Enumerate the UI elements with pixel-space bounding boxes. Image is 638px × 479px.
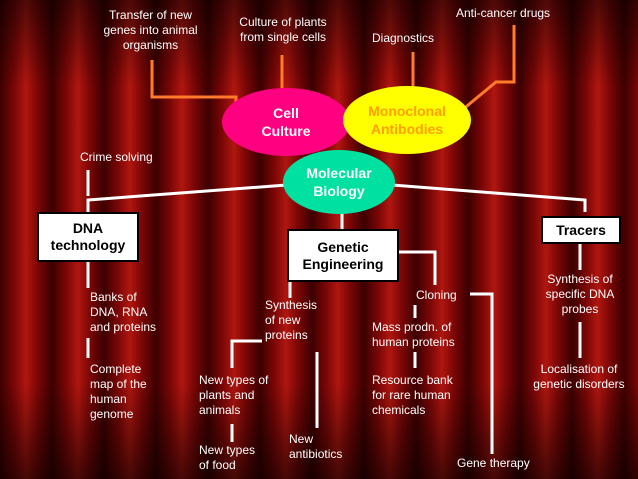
label-synthesis-proteins: Synthesis of new proteins (265, 298, 318, 342)
connector-cloning-gene-therapy (470, 292, 494, 454)
node-cell-culture: Cell Culture (222, 88, 350, 156)
label-gene-therapy: Gene therapy (457, 456, 530, 470)
label-cloning: Cloning (416, 288, 457, 302)
node-monoclonal-antibodies: Monoclonal Antibodies (343, 86, 471, 154)
node-molecular-biology: Molecular Biology (283, 150, 395, 214)
connector-synthesis-newtypes (230, 339, 262, 368)
node-genetic-engineering: Genetic Engineering (287, 229, 399, 282)
connector-molecular-dna (86, 182, 301, 212)
connector-molecular-tracers (379, 182, 587, 212)
label-diagnostics: Diagnostics (372, 31, 435, 45)
node-tracers: Tracers (541, 216, 621, 244)
label-complete-map: Complete map of the human genome (90, 362, 147, 421)
connector-transfer (150, 60, 238, 118)
connector-anti-cancer (449, 25, 516, 122)
connector-genetic-cloning (399, 250, 437, 285)
label-transfer-genes: Transfer of new genes into animal organi… (103, 8, 198, 52)
label-synthesis-dna-probes: Synthesis of specific DNA probes (545, 272, 615, 316)
node-dna-technology: DNA technology (37, 212, 139, 262)
label-banks-dna: Banks of DNA, RNA and proteins (90, 290, 157, 334)
label-new-types-plants: New types of plants and animals (199, 373, 269, 417)
label-culture-plants: Culture of plants from single cells (239, 15, 327, 44)
label-crime-solving: Crime solving (80, 150, 153, 164)
label-localisation: Localisation of genetic disorders (533, 362, 625, 391)
label-anti-cancer: Anti-cancer drugs (456, 6, 551, 20)
label-new-antibiotics: New antibiotics (289, 432, 343, 461)
label-new-types-food: New types of food (199, 443, 256, 472)
label-resource-bank: Resource bank for rare human chemicals (372, 373, 453, 417)
label-mass-production: Mass prodn. of human proteins (372, 320, 455, 349)
